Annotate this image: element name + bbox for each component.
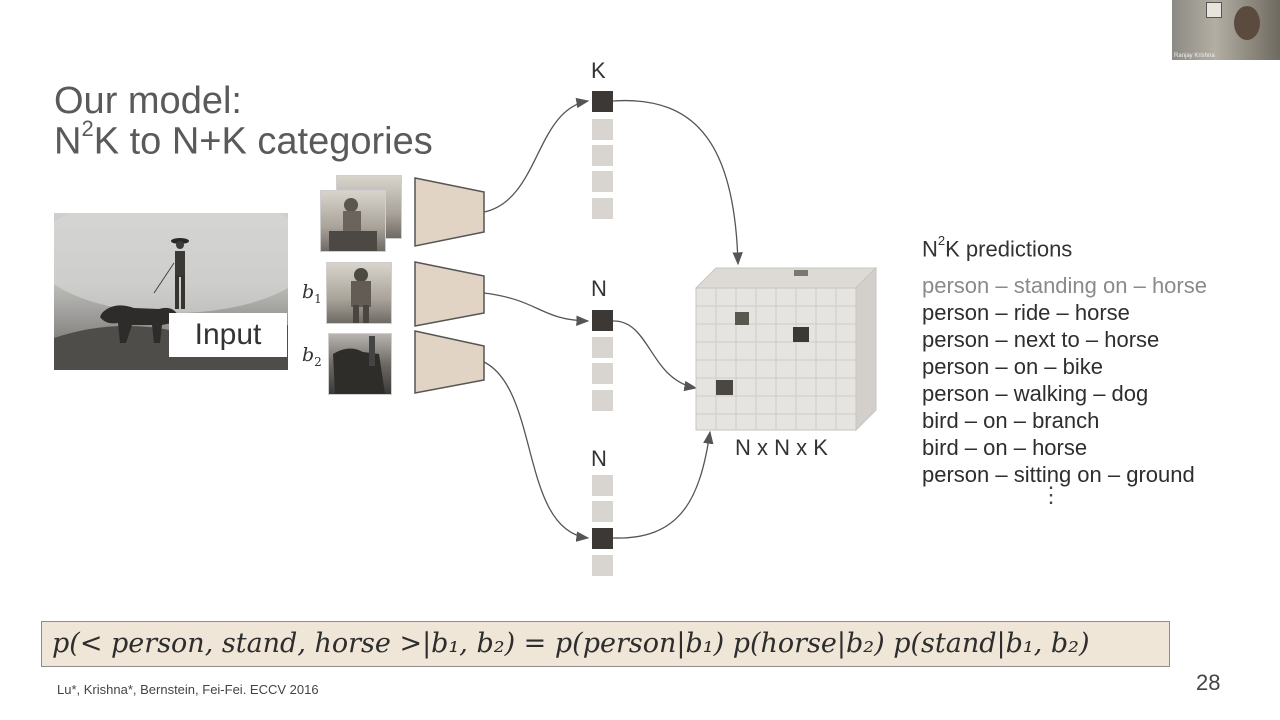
presenter-webcam: Ranjay Krishna — [1172, 0, 1280, 60]
tensor-highlight-cell — [793, 327, 809, 342]
union-encoder-trapezoid — [414, 177, 485, 247]
slide-title-line2: N2K to N+K categories — [54, 116, 433, 163]
predictions-list: person – standing on – horse person – ri… — [922, 272, 1207, 488]
n-top-slot — [592, 390, 613, 411]
k-slot-active — [592, 91, 613, 112]
prediction-item: bird – on – branch — [922, 408, 1100, 433]
n-bottom-slot — [592, 555, 613, 576]
n-top-slot — [592, 337, 613, 358]
webcam-name-label: Ranjay Krishna — [1174, 53, 1215, 59]
prediction-item: person – sitting on – ground — [922, 462, 1195, 487]
predictions-ellipsis: ⋮ — [1040, 482, 1062, 507]
predictions-heading: N2K predictions — [922, 233, 1073, 262]
k-slot — [592, 171, 613, 192]
n-bottom-slot — [592, 501, 613, 522]
object-to-n-arrow — [483, 361, 590, 542]
prediction-item: person – next to – horse — [922, 327, 1160, 352]
box-label-b2: b2 — [302, 344, 322, 369]
tensor-label: N x N x K — [735, 435, 828, 460]
union-to-k-arrow — [483, 97, 590, 213]
object-crop-image — [328, 333, 392, 395]
box-label-b1: b1 — [302, 281, 322, 306]
tensor-highlight-cell — [735, 312, 749, 325]
n-top-slot-active — [592, 310, 613, 331]
prediction-item: person – ride – horse — [922, 300, 1130, 325]
tensor-highlight-cell — [794, 270, 808, 276]
k-to-tensor-arrow — [612, 99, 743, 266]
probability-formula: p(< person, stand, horse >|b₁, b₂) = p(p… — [52, 628, 1090, 659]
prediction-item: person – walking – dog — [922, 381, 1149, 406]
union-crop-image — [320, 190, 386, 252]
subject-encoder-trapezoid — [414, 261, 485, 327]
n-top-slot — [592, 363, 613, 384]
tensor-highlight-cell — [716, 380, 733, 395]
formula-box: p(< person, stand, horse >|b₁, b₂) = p(p… — [41, 621, 1170, 667]
n-bottom-slot-active — [592, 528, 613, 549]
input-label: Input — [169, 313, 287, 357]
n-bottom-column-label: N — [591, 446, 607, 471]
input-image: Input — [54, 213, 288, 370]
k-slot — [592, 119, 613, 140]
n-top-column-label: N — [591, 276, 607, 301]
prediction-item: bird – on – horse — [922, 435, 1088, 460]
slide-title-line1: Our model: — [54, 80, 242, 122]
object-encoder-trapezoid — [414, 330, 485, 394]
n-bottom-to-tensor-arrow — [612, 430, 714, 539]
prediction-item: person – standing on – horse — [922, 273, 1207, 298]
n-bottom-slot — [592, 475, 613, 496]
k-slot — [592, 198, 613, 219]
k-column-label: K — [591, 58, 606, 83]
n-top-to-tensor-arrow — [612, 320, 698, 392]
nxnxk-tensor-cube — [694, 266, 878, 432]
k-slot — [592, 145, 613, 166]
page-number: 28 — [1196, 670, 1221, 695]
prediction-item: person – on – bike — [922, 354, 1104, 379]
subject-crop-image — [326, 262, 392, 324]
citation: Lu*, Krishna*, Bernstein, Fei-Fei. ECCV … — [57, 682, 319, 697]
subject-to-n-arrow — [483, 292, 590, 326]
